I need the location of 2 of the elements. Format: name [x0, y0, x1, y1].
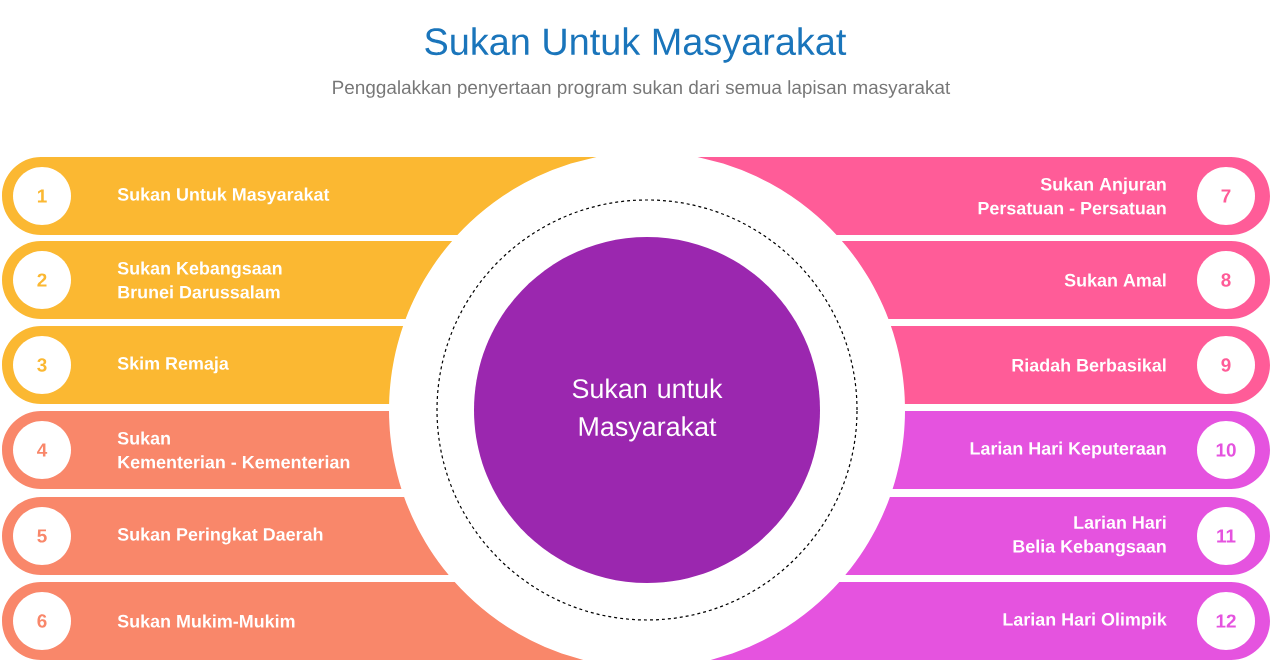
title: Sukan Untuk Masyarakat	[425, 27, 847, 63]
subtitle: Penggalakkan penyertaan program sukan dari semua lapisan masyarakat	[333, 80, 951, 98]
